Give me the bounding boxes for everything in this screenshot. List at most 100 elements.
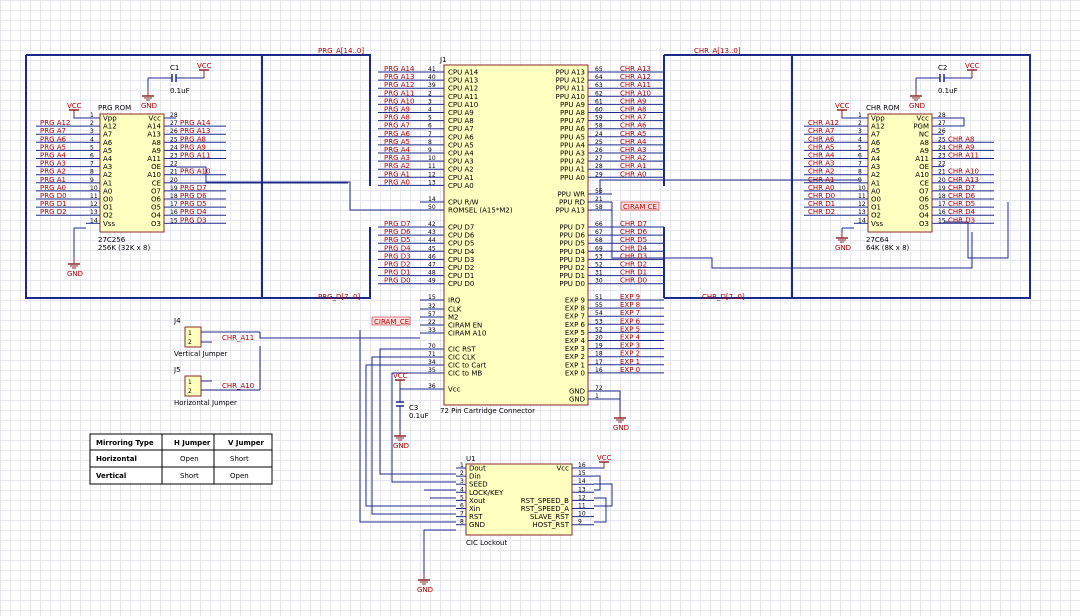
j1-net-label: CHR A4	[620, 138, 647, 146]
prg-rom-pin-name: A7	[103, 131, 112, 139]
j1-pin-number: 17	[595, 359, 603, 366]
chr-rom-pin-name: O2	[871, 212, 881, 220]
u1-pin-number: 9	[578, 519, 582, 526]
j1-net-label: CHR D6	[620, 228, 648, 236]
chr-rom-pin-name: PGM	[913, 123, 929, 131]
table-cell: Short	[180, 472, 199, 480]
chr-rom-pin-number: 16	[938, 209, 946, 216]
prg-rom-pin-number: 4	[90, 136, 94, 143]
j1-pin-name: IRQ	[448, 297, 461, 305]
chr-rom-pin-name: A5	[871, 147, 880, 155]
prg-rom-net-label: PRG A8	[180, 135, 206, 143]
gnd-c1: GND	[141, 90, 157, 110]
prg-rom-pin-number: 21	[170, 169, 178, 176]
j1-pin-number: 65	[595, 66, 603, 73]
j1-pin-number: 72	[595, 385, 603, 392]
j1-pin-number: 25	[595, 139, 603, 146]
prg-rom-pin-name: Vpp	[103, 115, 117, 123]
j1-net-label: EXP 9	[620, 293, 640, 301]
u1-pin-number: 15	[578, 470, 586, 477]
j1-pin-number: 34	[428, 359, 436, 366]
vcc-label: VCC	[597, 454, 612, 462]
j1-pin-name: PPU A3	[560, 150, 585, 158]
j5-horizontal-jumper: 1 2 J5 Horizontal Jumper CHR_A10	[173, 366, 260, 407]
prg-rom-pin-number: 6	[90, 153, 94, 160]
prg-rom-net-label: PRG A6	[40, 135, 67, 143]
chr-rom-body	[867, 113, 933, 233]
vcc-chr-vpp: VCC	[835, 102, 850, 116]
prg-rom-pin-name: CE	[152, 179, 161, 187]
j1-net-label: PRG A3	[384, 154, 410, 162]
j1-net-label: CHR A5	[620, 130, 646, 138]
j1-pin-number: 19	[595, 343, 603, 350]
prg-rom-pin-number: 20	[170, 177, 178, 184]
chr-rom-pin-number: 23	[938, 153, 946, 160]
prg-rom-net-label: PRG D2	[40, 208, 67, 216]
prg-rom-pin-number: 10	[90, 185, 98, 192]
chr-rom-pin-name: A4	[871, 155, 881, 163]
j1-pin-name: PPU A8	[560, 109, 585, 117]
u1-pin-name: GND	[469, 521, 485, 529]
chr-rom-pin-name: Vpp	[871, 115, 885, 123]
chr-rom-pin-number: 25	[938, 136, 946, 143]
j1-pin-number: 13	[428, 179, 436, 186]
j1-pin-name: CPU A9	[448, 109, 474, 117]
j1-pin-number: 22	[428, 319, 436, 326]
chr-rom-pin-name: O0	[871, 196, 881, 204]
j1-pin-name: EXP 2	[565, 353, 585, 361]
j1-net-label: PRG A13	[384, 73, 414, 81]
u1-pin-name: Din	[469, 473, 481, 481]
prg-rom-net-label: PRG D1	[40, 200, 67, 208]
prg-rom-net-label: PRG A14	[180, 119, 211, 127]
j1-net-label: CHR D0	[620, 277, 647, 285]
prg-rom-pin-name: Vcc	[149, 115, 162, 123]
chr-rom-net-label: CHR D6	[948, 192, 976, 200]
chr-rom-pin-number: 12	[858, 201, 866, 208]
chr-rom-pin-name: O7	[919, 187, 929, 195]
j1-net-label: PRG D0	[384, 277, 411, 285]
j1-pin-name: M2	[448, 314, 459, 322]
j1-pin-name: ROMSEL (A15*M2)	[448, 207, 513, 215]
prg-rom-pin-name: A1	[103, 179, 112, 187]
j1-net-label: PRG A0	[384, 178, 410, 186]
u1-pin-number: 1	[460, 462, 464, 469]
j1-pin-name: CPU D0	[448, 280, 474, 288]
chr-rom-title: CHR ROM	[866, 104, 900, 112]
j1-pin-number: 53	[595, 253, 603, 260]
j1-pin-name: EXP 0	[565, 369, 585, 377]
j1-pin-name: CPU D1	[448, 272, 474, 280]
chr-rom-pin-name: A3	[871, 163, 880, 171]
prg-rom-pin-number: 23	[170, 153, 178, 160]
svg-text:2: 2	[188, 388, 192, 395]
j1-pin-name: CPU A13	[448, 77, 478, 85]
prg-rom-pin-name: A12	[103, 123, 117, 131]
j1-net-label: PRG A8	[384, 114, 410, 122]
prg-rom-pin-number: 22	[170, 161, 178, 168]
j1-pin-number: 15	[428, 294, 436, 301]
